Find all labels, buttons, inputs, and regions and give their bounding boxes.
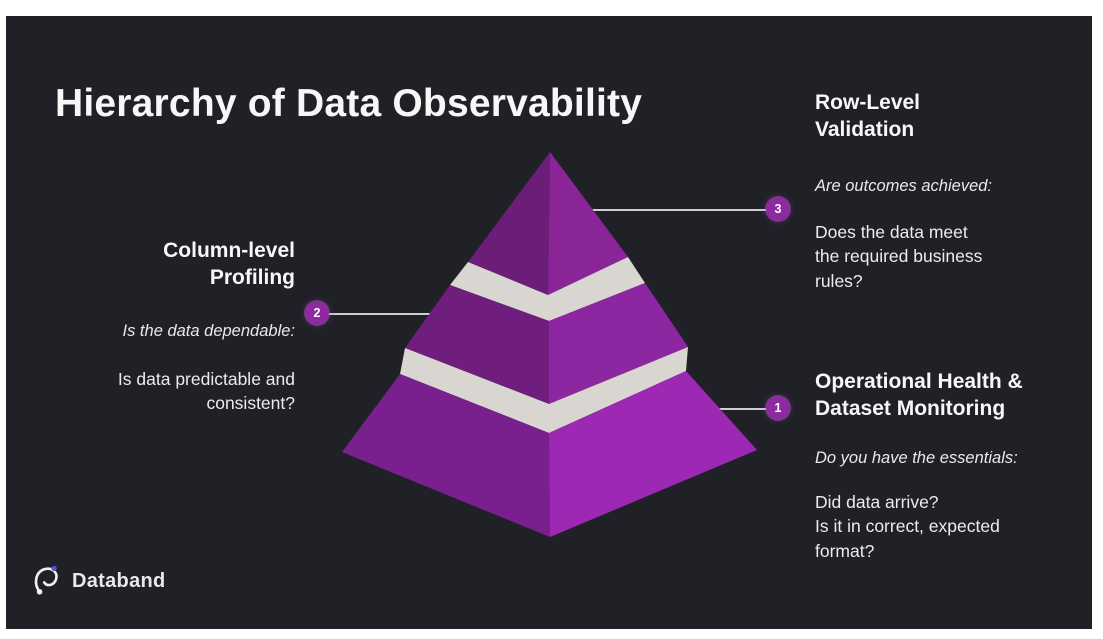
pyramid-band-lower bbox=[400, 347, 688, 433]
pyramid-tier2-right-face bbox=[549, 283, 688, 404]
callout-row-level-validation: Row-Level Validation Are outcomes achiev… bbox=[815, 89, 1080, 293]
pyramid-band-upper bbox=[450, 257, 645, 321]
connector-line-level-3 bbox=[560, 209, 768, 211]
pyramid-tier1-left-face bbox=[342, 374, 550, 537]
callout-heading: Column-level Profiling bbox=[163, 239, 295, 290]
pyramid-tier3-left-face bbox=[468, 152, 550, 295]
level-3-badge: 3 bbox=[766, 197, 790, 221]
callout-question: Do you have the essentials: bbox=[815, 448, 1018, 467]
callout-column-level-profiling: Column-level Profiling Is the data depen… bbox=[60, 237, 295, 416]
callout-detail: Does the data meet the required business… bbox=[815, 221, 983, 291]
databand-logo-icon bbox=[34, 565, 58, 595]
databand-logo-text: Databand bbox=[72, 569, 166, 592]
level-1-badge: 1 bbox=[766, 396, 790, 420]
callout-heading: Operational Health & Dataset Monitoring bbox=[815, 370, 1023, 421]
connector-line-level-1 bbox=[700, 408, 768, 410]
level-2-badge: 2 bbox=[305, 301, 329, 325]
callout-detail: Is data predictable and consistent? bbox=[117, 368, 295, 414]
connector-line-level-2 bbox=[322, 313, 445, 315]
callout-question: Are outcomes achieved: bbox=[815, 176, 993, 195]
callout-detail: Did data arrive? Is it in correct, expec… bbox=[815, 491, 1000, 561]
pyramid-tier1-right-face bbox=[549, 371, 757, 537]
databand-logo: Databand bbox=[33, 563, 166, 599]
pyramid-tier3-right-face bbox=[548, 152, 628, 295]
pyramid-tier2-left-face bbox=[405, 285, 549, 404]
logo-dot-white bbox=[36, 588, 43, 595]
logo-dot-blue bbox=[51, 565, 57, 571]
callout-heading: Row-Level Validation bbox=[815, 91, 921, 142]
page-title: Hierarchy of Data Observability bbox=[55, 82, 643, 126]
callout-question: Is the data dependable: bbox=[122, 321, 295, 340]
callout-operational-health: Operational Health & Dataset Monitoring … bbox=[815, 368, 1087, 563]
